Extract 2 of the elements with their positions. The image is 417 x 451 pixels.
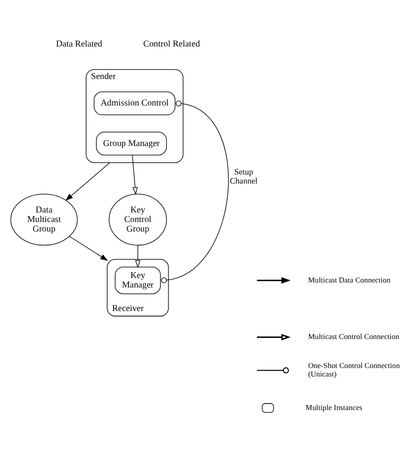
label: Control Related	[143, 38, 200, 48]
label: Data Related	[56, 38, 102, 48]
